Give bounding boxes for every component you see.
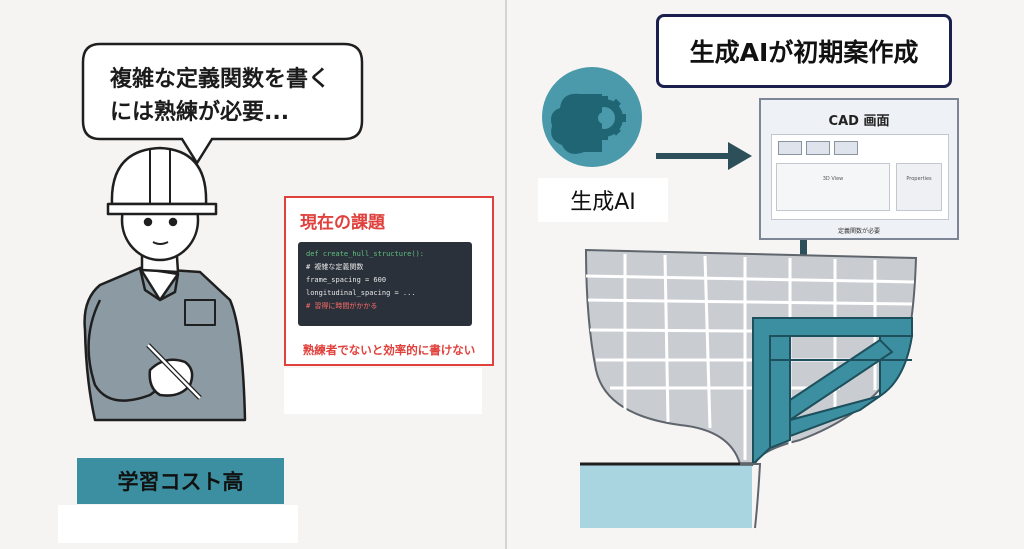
- arrow-right-icon: [656, 142, 752, 170]
- hull-diagram: [580, 248, 918, 529]
- cad-3d-view: 3D View: [776, 163, 890, 211]
- issue-footer: 熟練者でないと効率的に書けない: [302, 343, 476, 357]
- panel-divider: [505, 0, 507, 549]
- issue-shadow: [284, 368, 482, 414]
- worker-figure: [83, 146, 247, 422]
- cad-title: CAD 画面: [828, 114, 890, 129]
- ai-title-text: 生成AIが初期案作成: [689, 38, 919, 67]
- code-line: def create_hull_structure():: [306, 250, 425, 258]
- learning-cost-text: 学習コスト高: [117, 470, 244, 494]
- label-shadow: [58, 505, 298, 543]
- ai-gear-icon: [542, 67, 642, 167]
- code-line: # 習得に時間がかかる: [306, 302, 378, 310]
- cad-toolbar-button: [834, 141, 858, 155]
- learning-cost-label: 学習コスト高: [77, 458, 284, 504]
- ai-label: 生成AI: [538, 178, 668, 222]
- cad-properties-panel: Properties: [896, 163, 942, 211]
- current-issue-card: 現在の課題 def create_hull_structure(): # 複雑な…: [284, 196, 494, 366]
- speech-line-1: 複雑な定義関数を書く: [110, 67, 331, 92]
- issue-title: 現在の課題: [300, 213, 385, 233]
- speech-bubble: [81, 42, 364, 166]
- ai-label-text: 生成AI: [570, 190, 636, 215]
- code-line: frame_spacing = 600: [306, 276, 387, 284]
- cad-screen: CAD 画面 3D View Properties 定義関数が必要: [759, 98, 959, 240]
- code-line: longitudinal_spacing = ...: [306, 289, 416, 297]
- speech-line-2: には熟練が必要...: [110, 100, 290, 125]
- speech-text: 複雑な定義関数を書く には熟練が必要...: [110, 63, 360, 129]
- cad-workspace: 3D View Properties: [771, 134, 949, 220]
- cad-toolbar-button: [778, 141, 802, 155]
- cad-toolbar-button: [806, 141, 830, 155]
- code-snippet: def create_hull_structure(): # 複雑な定義関数 f…: [298, 242, 472, 326]
- code-line: # 複雑な定義関数: [306, 263, 364, 271]
- cad-footer: 定義関数が必要: [837, 228, 880, 235]
- ai-title-box: 生成AIが初期案作成: [656, 14, 952, 88]
